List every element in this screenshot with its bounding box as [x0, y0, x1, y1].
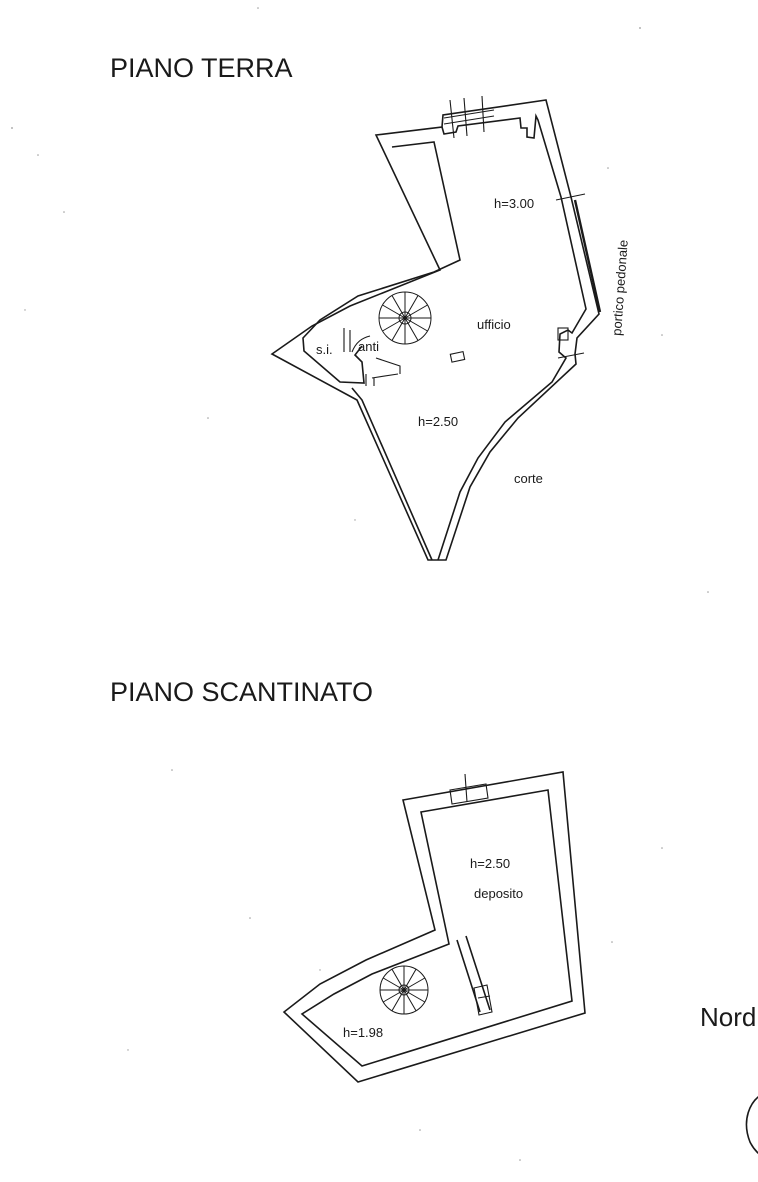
office-fixture: [449, 350, 466, 363]
basement-inner-wall: [300, 789, 573, 1067]
storage-label: deposito: [474, 886, 523, 901]
ground-floor-plan: h=3.00 ufficio s.i. anti h=2.50 corte po…: [270, 95, 631, 561]
basement-spiral-stair: [379, 965, 429, 1015]
right-opening-lower: [557, 352, 585, 359]
top-window-mark-2: [463, 97, 468, 137]
antechamber-door-swing: [351, 335, 371, 353]
basement-lower-height: h=1.98: [343, 1025, 383, 1040]
basement-top-window: [449, 783, 489, 805]
ground-floor-lower-left-wall: [351, 387, 433, 561]
ground-floor-height-lower: h=2.50: [418, 414, 458, 429]
top-window-mark-3: [481, 95, 485, 133]
wc-partition: [343, 328, 401, 386]
pillar: [557, 327, 569, 341]
ground-floor-inner-wall-right: [437, 113, 587, 561]
north-indicator: Nord: [700, 1002, 758, 1155]
ground-floor-spiral-stair: [378, 291, 432, 345]
right-opening-upper: [555, 193, 586, 201]
basement-storage-wall: [456, 935, 491, 1013]
portico-edge: [573, 199, 602, 313]
office-label: ufficio: [477, 317, 511, 332]
basement-top-window-mark: [464, 773, 468, 803]
ground-floor-title: PIANO TERRA: [110, 53, 293, 83]
top-window-mark-1: [449, 99, 455, 139]
wc-label: s.i.: [316, 342, 333, 357]
antechamber-label: anti: [358, 339, 379, 354]
courtyard-label: corte: [514, 471, 543, 486]
basement-title: PIANO SCANTINATO: [110, 677, 373, 707]
ground-floor-inner-wall: [302, 141, 461, 384]
north-label: Nord: [700, 1002, 756, 1032]
portico-label: portico pedonale: [609, 239, 631, 336]
basement-storage-height: h=2.50: [470, 856, 510, 871]
basement-outer-wall: [282, 771, 586, 1083]
ground-floor-outer-wall: [270, 99, 600, 561]
compass-icon: [745, 1096, 758, 1155]
scan-noise: [11, 7, 709, 1161]
basement-plan: h=2.50 deposito h=1.98: [282, 771, 586, 1083]
basement-door: [473, 984, 493, 1016]
ground-floor-height-upper: h=3.00: [494, 196, 534, 211]
